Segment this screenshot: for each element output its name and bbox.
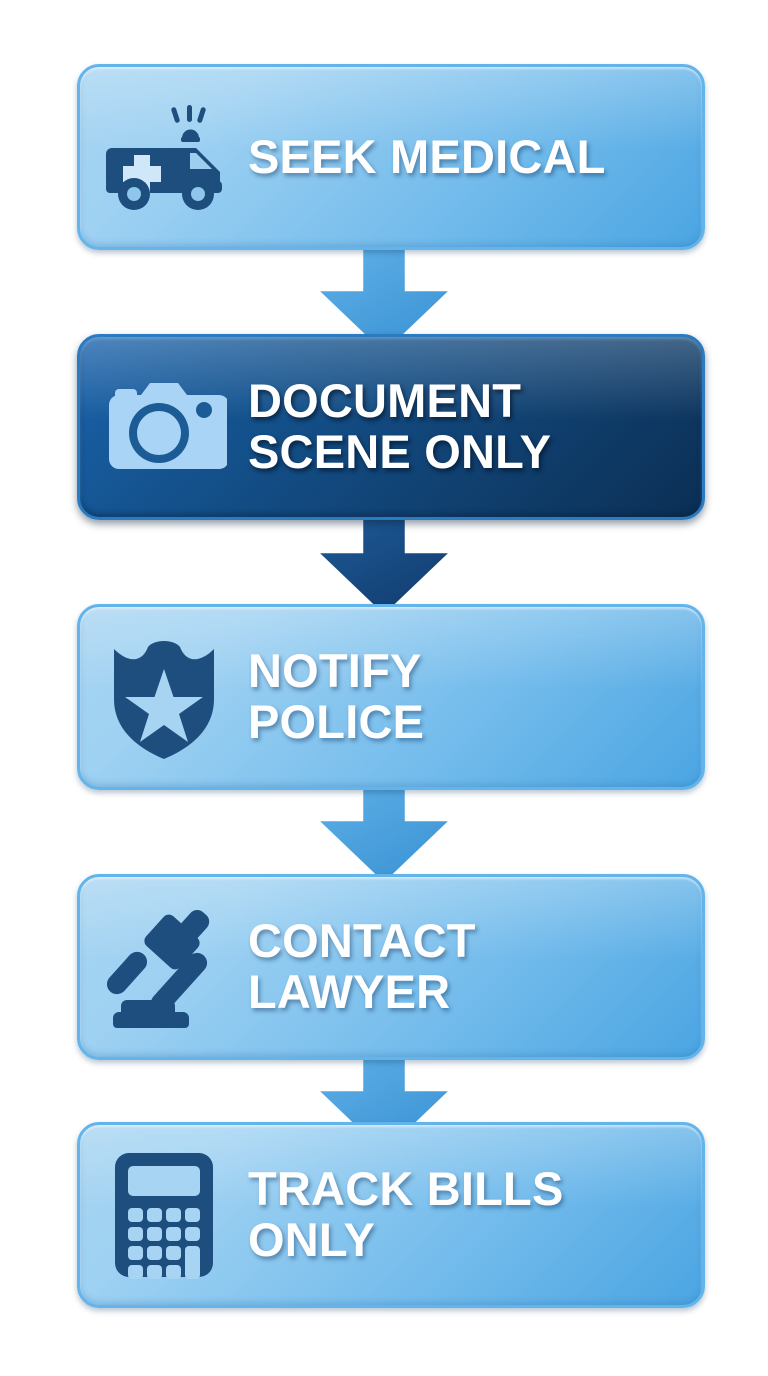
camera-icon [80,375,248,479]
police-badge-icon [80,633,248,761]
step-box-contact-lawyer[interactable]: CONTACT LAWYER [77,874,705,1060]
calculator-icon [80,1151,248,1279]
step-label: TRACK BILLS ONLY [248,1162,564,1266]
step-label: DOCUMENT SCENE ONLY [248,374,552,478]
step-label: SEEK MEDICAL [248,129,606,183]
step-box-document-scene-only[interactable]: DOCUMENT SCENE ONLY [77,334,705,520]
step-box-notify-police[interactable]: NOTIFY POLICE [77,604,705,790]
ambulance-icon [80,101,248,213]
step-box-track-bills-only[interactable]: TRACK BILLS ONLY [77,1122,705,1308]
step-label: CONTACT LAWYER [248,914,476,1018]
gavel-icon [80,906,248,1028]
step-label: NOTIFY POLICE [248,644,425,748]
step-box-seek-medical[interactable]: SEEK MEDICAL [77,64,705,250]
